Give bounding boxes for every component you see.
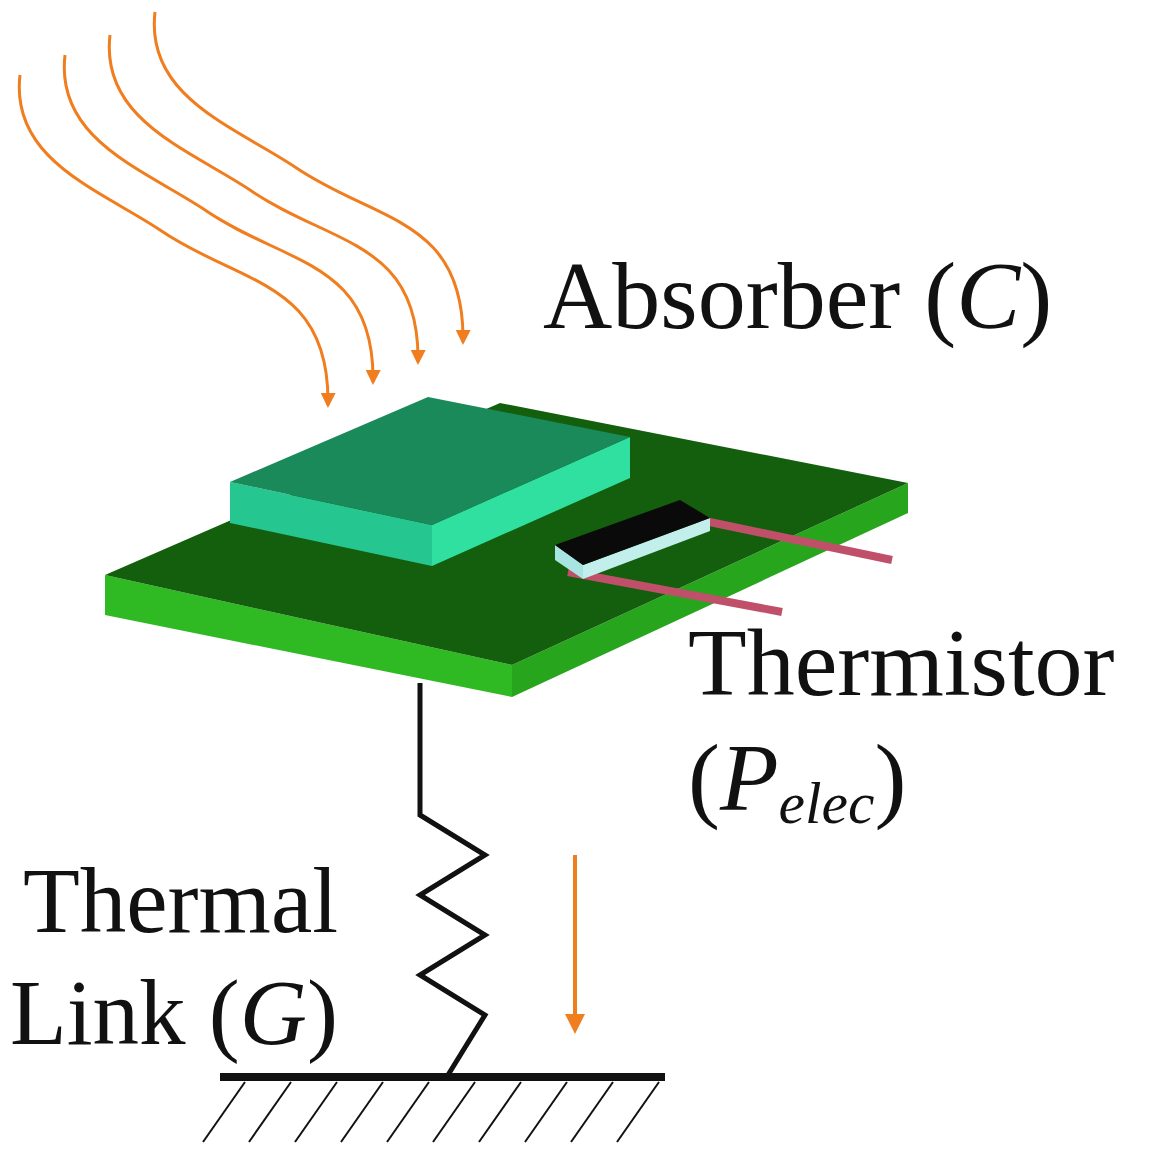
part-label: Absorber (C) <box>543 238 1052 353</box>
hatch-stroke <box>295 1082 337 1142</box>
symbol-letter: C <box>956 242 1020 349</box>
symbol-subscript: elec <box>779 770 875 836</box>
hatch-stroke <box>433 1082 475 1142</box>
label-text: Absorber ( <box>543 242 956 349</box>
heat-flow-arrow <box>573 855 577 1030</box>
label-text: ) <box>874 724 906 831</box>
hatch-stroke <box>203 1082 245 1142</box>
hatch-stroke <box>571 1082 613 1142</box>
hatch-stroke <box>341 1082 383 1142</box>
label-text: ) <box>307 961 338 1064</box>
hatch-stroke <box>387 1082 429 1142</box>
thermal-link-spring <box>420 683 485 1075</box>
part-label: Thermal Link (G) <box>8 845 338 1069</box>
symbol-letter: P <box>720 724 779 831</box>
hatch-stroke <box>249 1082 291 1142</box>
hatch-stroke <box>479 1082 521 1142</box>
part-label: Thermistor (Pelec) <box>688 605 1158 835</box>
hatch-stroke <box>525 1082 567 1142</box>
thermistor-chip <box>555 500 710 579</box>
hatch-stroke <box>617 1082 659 1142</box>
radiation-waves <box>19 12 463 405</box>
label-text: ) <box>1020 242 1052 349</box>
heat-bath-ground <box>203 1077 665 1142</box>
symbol-letter: G <box>240 961 307 1064</box>
